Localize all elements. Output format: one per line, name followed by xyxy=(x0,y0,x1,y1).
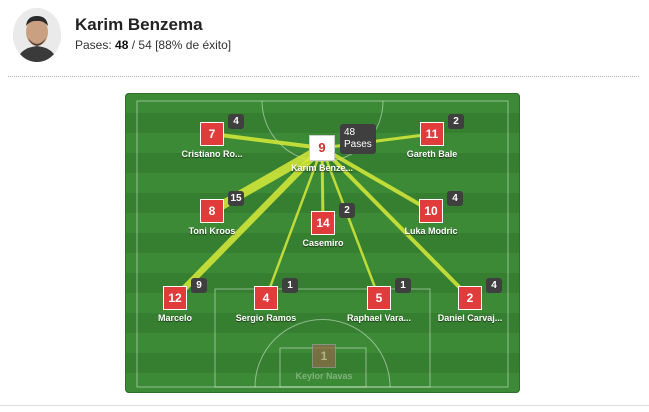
player-name-label: Raphael Vara... xyxy=(346,313,412,323)
shirt-number: 4 xyxy=(254,286,278,310)
passes-total: / 54 xyxy=(131,38,152,52)
shirt-number: 11 xyxy=(420,122,444,146)
player-name-label: Toni Kroos xyxy=(188,226,236,236)
pass-success-rate: [88% de éxito] xyxy=(155,38,232,52)
pass-line xyxy=(320,146,472,300)
pass-line xyxy=(211,132,323,150)
player-avatar xyxy=(13,8,61,62)
player-name-label: Casemiro xyxy=(302,238,344,248)
pass-count-badge: 4 xyxy=(447,191,463,206)
center-player-shirt: 9 xyxy=(309,135,335,161)
shirt-number: 7 xyxy=(200,122,224,146)
shirt-number: 12 xyxy=(163,286,187,310)
pass-count-badge: 2 xyxy=(448,114,464,129)
shirt-number: 14 xyxy=(311,211,335,235)
shirt-number: 10 xyxy=(419,199,443,223)
player-name-label: Marcelo xyxy=(157,313,193,323)
passes-completed: 48 xyxy=(115,38,129,52)
pass-line xyxy=(320,147,381,299)
pass-line xyxy=(320,146,433,213)
pass-count-badge: 2 xyxy=(339,203,355,218)
player-name: Karim Benzema xyxy=(75,15,203,34)
goalkeeper-shirt: 1 xyxy=(312,344,336,368)
passes-label: Pases: xyxy=(75,38,112,52)
center-pass-count: 48 xyxy=(344,127,356,138)
player-name-label: Daniel Carvaj... xyxy=(437,313,503,323)
player-header: Karim Benzema Pases: 48 / 54 [88% de éxi… xyxy=(0,0,649,72)
pass-count-badge: 1 xyxy=(282,278,298,293)
shirt-number: 5 xyxy=(367,286,391,310)
player-name-label: Cristiano Ro... xyxy=(181,149,243,159)
shirt-number: 2 xyxy=(458,286,482,310)
player-name-label: Gareth Bale xyxy=(406,149,458,159)
pass-line xyxy=(172,145,325,301)
center-player-name: Karim Benze... xyxy=(290,163,354,173)
pass-count-badge: 4 xyxy=(228,114,244,129)
player-photo-icon xyxy=(13,8,61,62)
shirt-number: 8 xyxy=(200,199,224,223)
player-name-label: Luka Modric xyxy=(404,226,458,236)
pass-count-badge: 9 xyxy=(191,278,207,293)
goalkeeper-name: Keylor Navas xyxy=(295,371,353,381)
pass-line xyxy=(264,147,324,299)
passes-summary: Pases: 48 / 54 [88% de éxito] xyxy=(75,38,231,52)
pass-count-badge: 4 xyxy=(486,278,502,293)
pass-count-badge: 15 xyxy=(228,191,244,206)
pass-line xyxy=(321,132,433,150)
bottom-rule xyxy=(0,405,649,406)
player-name-label: Sergio Ramos xyxy=(235,313,297,323)
center-pass-label: Pases xyxy=(344,139,372,150)
pass-count-badge: 1 xyxy=(395,278,411,293)
header-divider xyxy=(8,76,639,77)
